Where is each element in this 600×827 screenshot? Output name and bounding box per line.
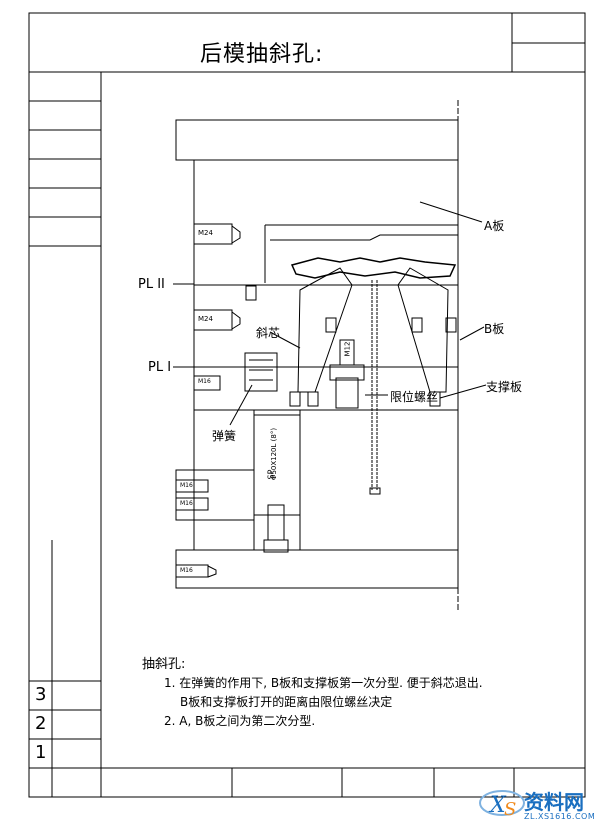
label-sp-spec: Φ50X120L (8°)	[270, 427, 279, 481]
watermark-text: 资料网	[524, 790, 584, 814]
mold-drawing	[173, 100, 487, 610]
page-title: 后模抽斜孔:	[200, 42, 324, 67]
label-parting-line-2: PL II	[138, 277, 165, 292]
label-support-plate: 支撑板	[486, 380, 523, 394]
revision-number-2: 2	[35, 713, 47, 734]
svg-text:X: X	[488, 793, 507, 818]
outer-border	[28, 12, 586, 798]
notes-heading: 抽斜孔:	[142, 657, 186, 672]
label-spring: 弹簧	[212, 429, 237, 443]
revision-number-3: 3	[35, 684, 47, 705]
label-a-plate: A板	[484, 219, 505, 233]
label-bolt-m16-d: M16	[180, 567, 193, 574]
note-item-1: 1. 在弹簧的作用下, B板和支撑板第一次分型. 便于斜芯退出.	[164, 676, 483, 690]
label-bolt-m16-c: M16	[180, 500, 193, 507]
watermark-logo-icon: X S	[479, 790, 525, 820]
revision-number-1: 1	[35, 742, 47, 763]
label-b-plate: B板	[484, 322, 505, 336]
svg-text:S: S	[504, 799, 516, 820]
note-item-1-continued: B板和支撑板打开的距离由限位螺丝决定	[180, 695, 393, 709]
note-item-2: 2. A, B板之间为第二次分型.	[164, 714, 316, 728]
label-bolt-m12: M12	[343, 341, 352, 357]
label-angled-core: 斜芯	[256, 326, 281, 340]
watermark-url: ZL.XS1616.COM	[524, 812, 596, 821]
label-parting-line-1: PL I	[148, 360, 172, 375]
label-bolt-m24-upper: M24	[198, 229, 213, 237]
label-bolt-m24-lower: M24	[198, 315, 213, 323]
label-bolt-m16-a: M16	[198, 378, 211, 385]
label-limit-screw: 限位螺丝	[390, 390, 439, 404]
notes-block: 抽斜孔: 1. 在弹簧的作用下, B板和支撑板第一次分型. 便于斜芯退出. B板…	[142, 655, 483, 731]
label-bolt-m16-b: M16	[180, 482, 193, 489]
